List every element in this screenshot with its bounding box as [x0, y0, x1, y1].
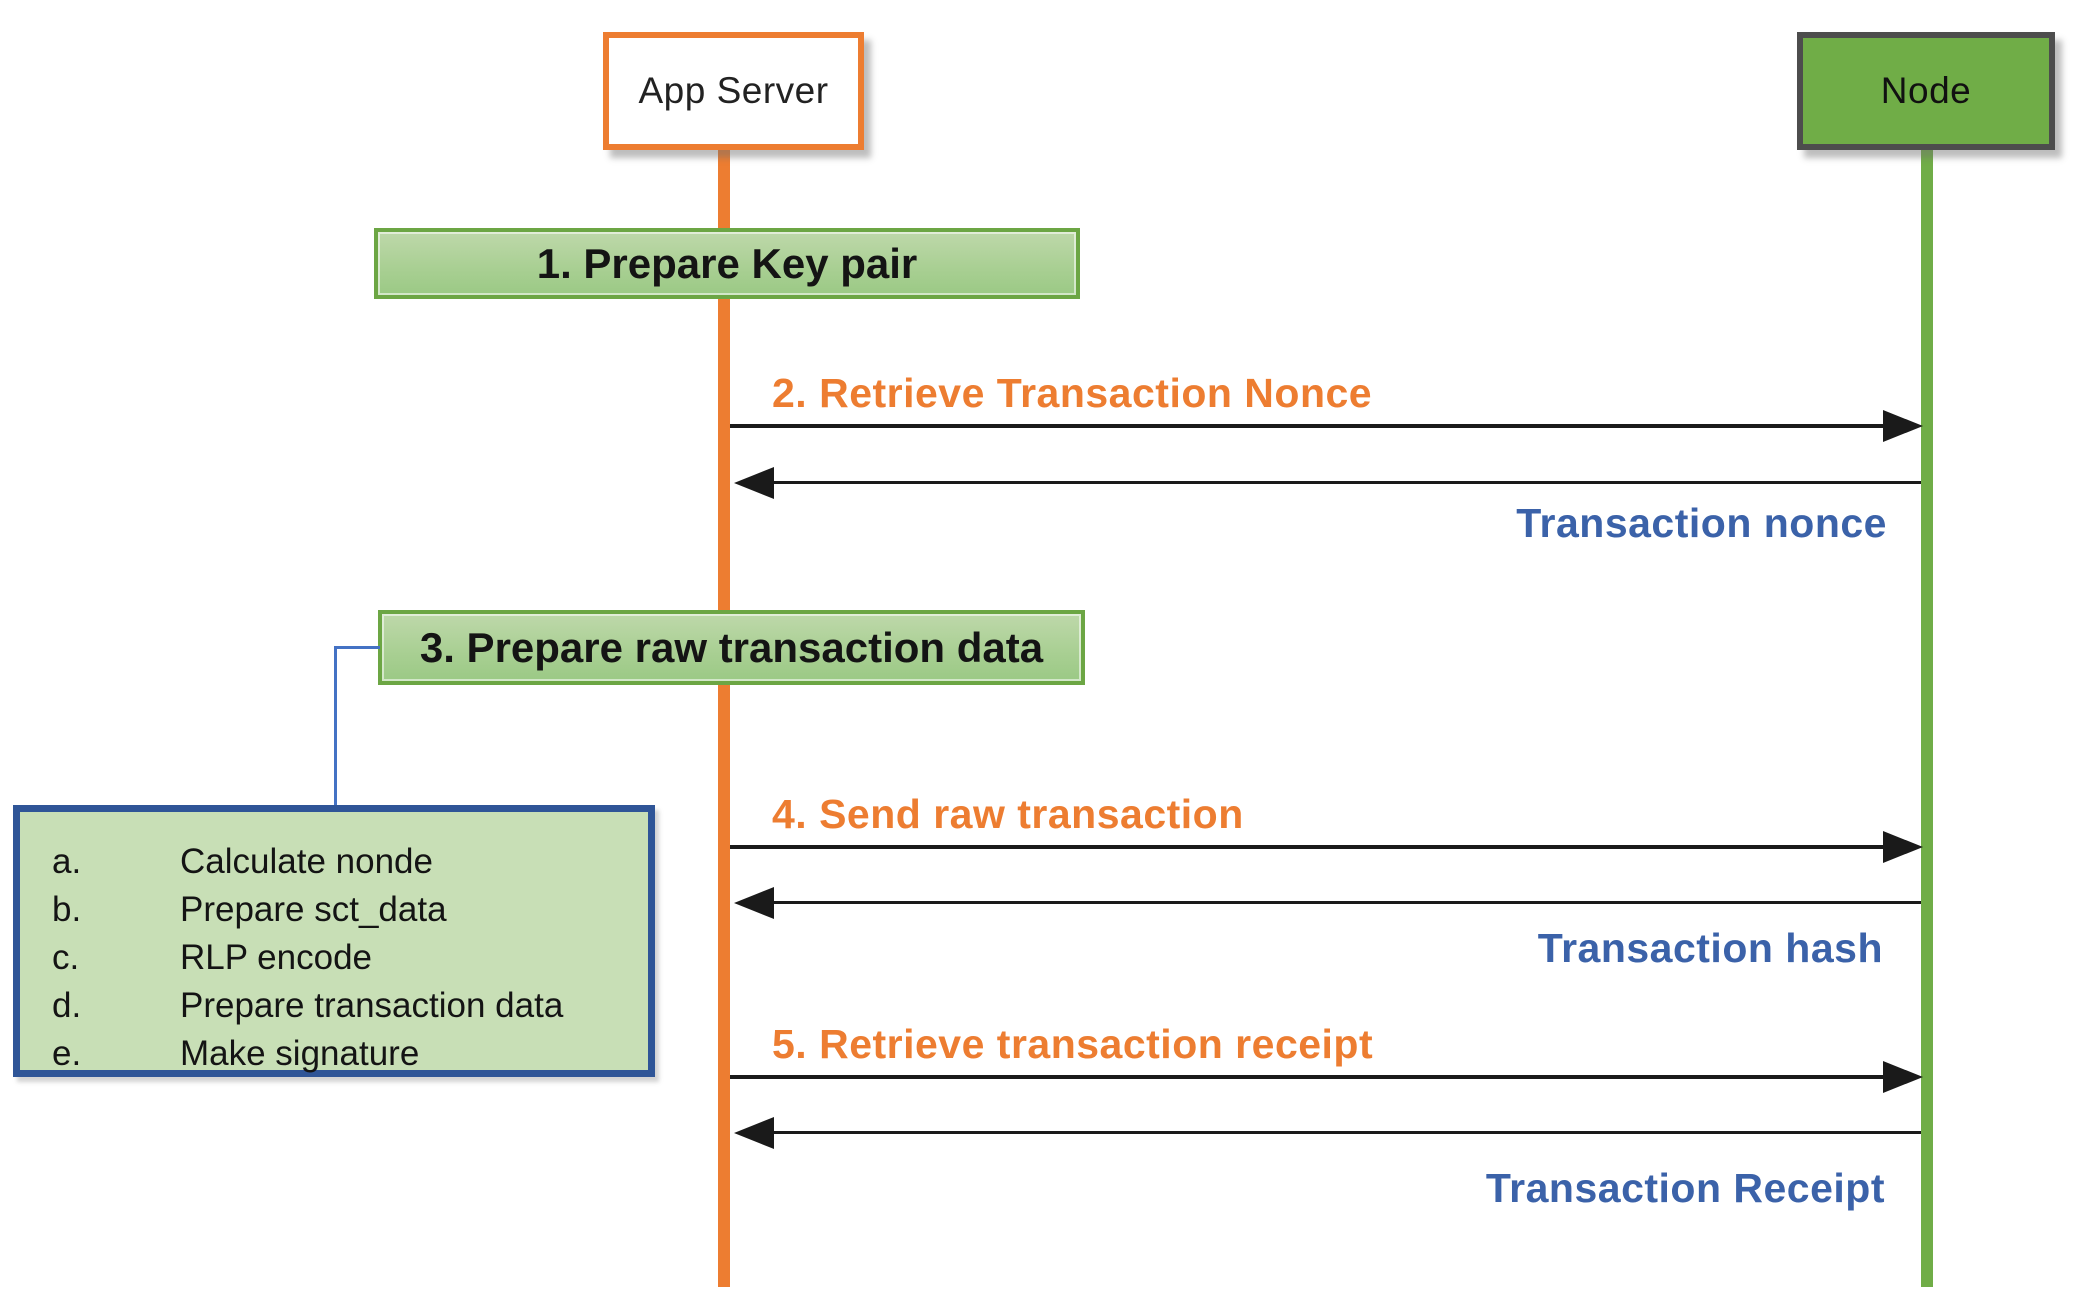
- return-arrow-transaction-hash: [772, 901, 1921, 904]
- substep-letter: d.: [52, 986, 82, 1025]
- step-box-prepare-raw-transaction: 3. Prepare raw transaction data: [378, 610, 1085, 685]
- connector-line-vertical: [334, 646, 337, 807]
- return-arrow-transaction-nonce: [772, 481, 1921, 484]
- app-server-lifeline: [718, 118, 730, 1287]
- substep-text: RLP encode: [180, 938, 373, 977]
- substep-row: e. Make signature: [20, 1030, 648, 1078]
- arrowhead-left-icon: [734, 887, 774, 919]
- forward-arrow-retrieve-receipt: [730, 1075, 1887, 1079]
- substep-row: d. Prepare transaction data: [20, 982, 648, 1030]
- return-arrow-transaction-receipt: [772, 1131, 1921, 1134]
- substep-text: Prepare transaction data: [180, 986, 564, 1025]
- actor-node: Node: [1797, 32, 2055, 150]
- arrowhead-right-icon: [1883, 831, 1923, 863]
- arrowhead-right-icon: [1883, 1061, 1923, 1093]
- reply-label-transaction-hash: Transaction hash: [1537, 925, 1883, 971]
- actor-label: Node: [1880, 70, 1972, 111]
- substep-text: Prepare sct_data: [180, 890, 447, 929]
- reply-label-transaction-receipt: Transaction Receipt: [1485, 1165, 1885, 1211]
- substep-letter: a.: [52, 842, 82, 881]
- arrowhead-left-icon: [734, 1117, 774, 1149]
- substep-row: a. Calculate nonde: [20, 838, 648, 886]
- message-label-retrieve-nonce: 2. Retrieve Transaction Nonce: [772, 370, 1373, 416]
- arrowhead-right-icon: [1883, 410, 1923, 442]
- actor-label: App Server: [638, 70, 829, 111]
- substep-letter: c.: [52, 938, 80, 977]
- substep-row: c. RLP encode: [20, 934, 648, 982]
- substep-text: Calculate nonde: [180, 842, 433, 881]
- message-label-retrieve-receipt: 5. Retrieve transaction receipt: [772, 1021, 1374, 1067]
- substep-letter: e.: [52, 1034, 82, 1073]
- step-box-prepare-key-pair: 1. Prepare Key pair: [374, 228, 1080, 299]
- connector-line-horizontal: [334, 646, 380, 649]
- reply-label-transaction-nonce: Transaction nonce: [1516, 500, 1887, 546]
- node-lifeline: [1921, 118, 1933, 1287]
- message-label-send-raw-transaction: 4. Send raw transaction: [772, 791, 1244, 837]
- substep-text: Make signature: [180, 1034, 420, 1073]
- forward-arrow-retrieve-nonce: [730, 424, 1887, 428]
- forward-arrow-send-raw-transaction: [730, 845, 1887, 849]
- substeps-box: a. Calculate nonde b. Prepare sct_data c…: [13, 805, 655, 1077]
- substep-letter: b.: [52, 890, 82, 929]
- step-box-label: 1. Prepare Key pair: [536, 239, 918, 287]
- actor-app-server: App Server: [603, 32, 864, 150]
- substep-row: b. Prepare sct_data: [20, 886, 648, 934]
- step-box-label: 3. Prepare raw transaction data: [419, 623, 1044, 671]
- arrowhead-left-icon: [734, 467, 774, 499]
